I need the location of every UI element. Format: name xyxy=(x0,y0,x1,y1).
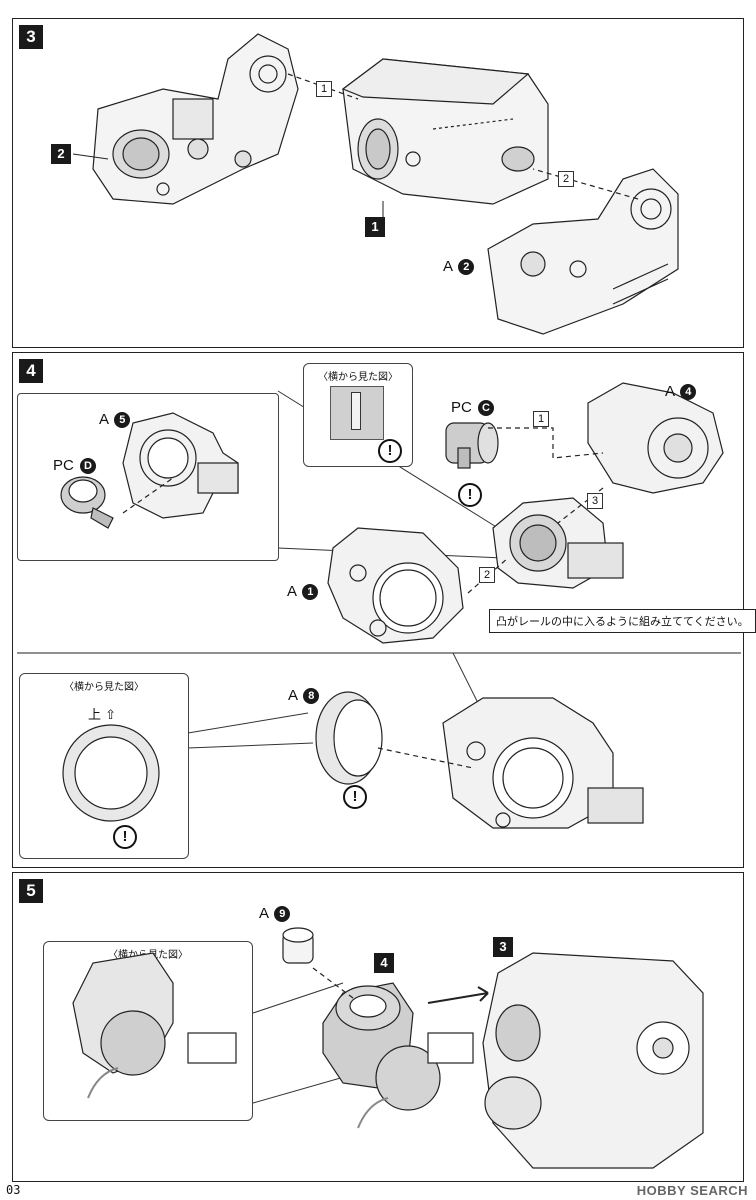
step-number: 5 xyxy=(19,879,43,903)
detail-inset-a5 xyxy=(17,393,279,561)
callout-1: 1 xyxy=(365,217,385,237)
part-ref-a1: A 1 xyxy=(287,583,319,601)
callout-4: 4 xyxy=(374,953,394,973)
up-indicator: 上 ⇧ xyxy=(88,704,116,723)
part-letter: PC xyxy=(53,457,74,474)
part-ref-a5: A 5 xyxy=(99,411,131,429)
part-number: 5 xyxy=(114,412,131,429)
part-number: 9 xyxy=(274,906,291,923)
part-number: 8 xyxy=(303,688,320,705)
step-number: 4 xyxy=(19,359,43,383)
part-letter: A xyxy=(287,583,297,600)
step-4-panel: 4 xyxy=(12,352,756,868)
warning-icon: ! xyxy=(343,785,367,809)
step-5-illustration xyxy=(72,927,704,1169)
sequence-1: 1 xyxy=(533,411,549,427)
part-ref-a2: A 2 xyxy=(443,258,475,276)
part-letter: A xyxy=(443,258,453,275)
part-ref-pcd: PC D xyxy=(53,457,97,475)
part-letter: A xyxy=(99,411,109,428)
warning-icon: ! xyxy=(378,439,402,463)
part-number: 2 xyxy=(458,259,475,276)
sequence-3: 3 xyxy=(587,493,603,509)
part-ref-a4: A 4 xyxy=(665,383,697,401)
up-label: 上 xyxy=(88,708,102,723)
sequence-2: 2 xyxy=(479,567,495,583)
sequence-2: 2 xyxy=(558,171,574,187)
part-letter: A xyxy=(288,687,298,704)
part-number: 4 xyxy=(680,384,697,401)
part-number: D xyxy=(80,458,97,475)
step-3-panel: 3 xyxy=(12,18,744,348)
watermark: HOBBY SEARCH xyxy=(636,1183,748,1198)
inset-title: 〈横から見た図〉 xyxy=(64,682,144,693)
side-view-inset: 〈横から見た図〉 xyxy=(303,363,413,467)
side-view-slot xyxy=(351,392,361,430)
step-number: 3 xyxy=(19,25,43,49)
part-letter: PC xyxy=(451,399,472,416)
part-ref-a9: A 9 xyxy=(259,905,291,923)
part-ref-a8: A 8 xyxy=(288,687,320,705)
part-number: 1 xyxy=(302,584,319,601)
step-3-illustration xyxy=(72,33,679,335)
warning-icon: ! xyxy=(458,483,482,507)
assembly-note: 凸がレールの中に入るように組み立ててください。 xyxy=(489,609,756,633)
warning-icon: ! xyxy=(113,825,137,849)
inset-title: 〈横から見た図〉 xyxy=(318,372,398,383)
callout-3: 3 xyxy=(493,937,513,957)
callout-2: 2 xyxy=(51,144,71,164)
step-5-panel: 5 〈横から見た図〉 xyxy=(12,872,744,1182)
up-arrow-icon: ⇧ xyxy=(105,708,117,723)
part-letter: A xyxy=(665,383,675,400)
side-view-inset-ring: 〈横から見た図〉 上 ⇧ xyxy=(19,673,189,859)
sequence-1: 1 xyxy=(316,81,332,97)
page-number: 03 xyxy=(6,1183,21,1197)
step-4-illustration xyxy=(17,382,741,829)
part-number: C xyxy=(478,400,495,417)
part-letter: A xyxy=(259,905,269,922)
part-ref-pcc: PC C xyxy=(451,399,495,417)
